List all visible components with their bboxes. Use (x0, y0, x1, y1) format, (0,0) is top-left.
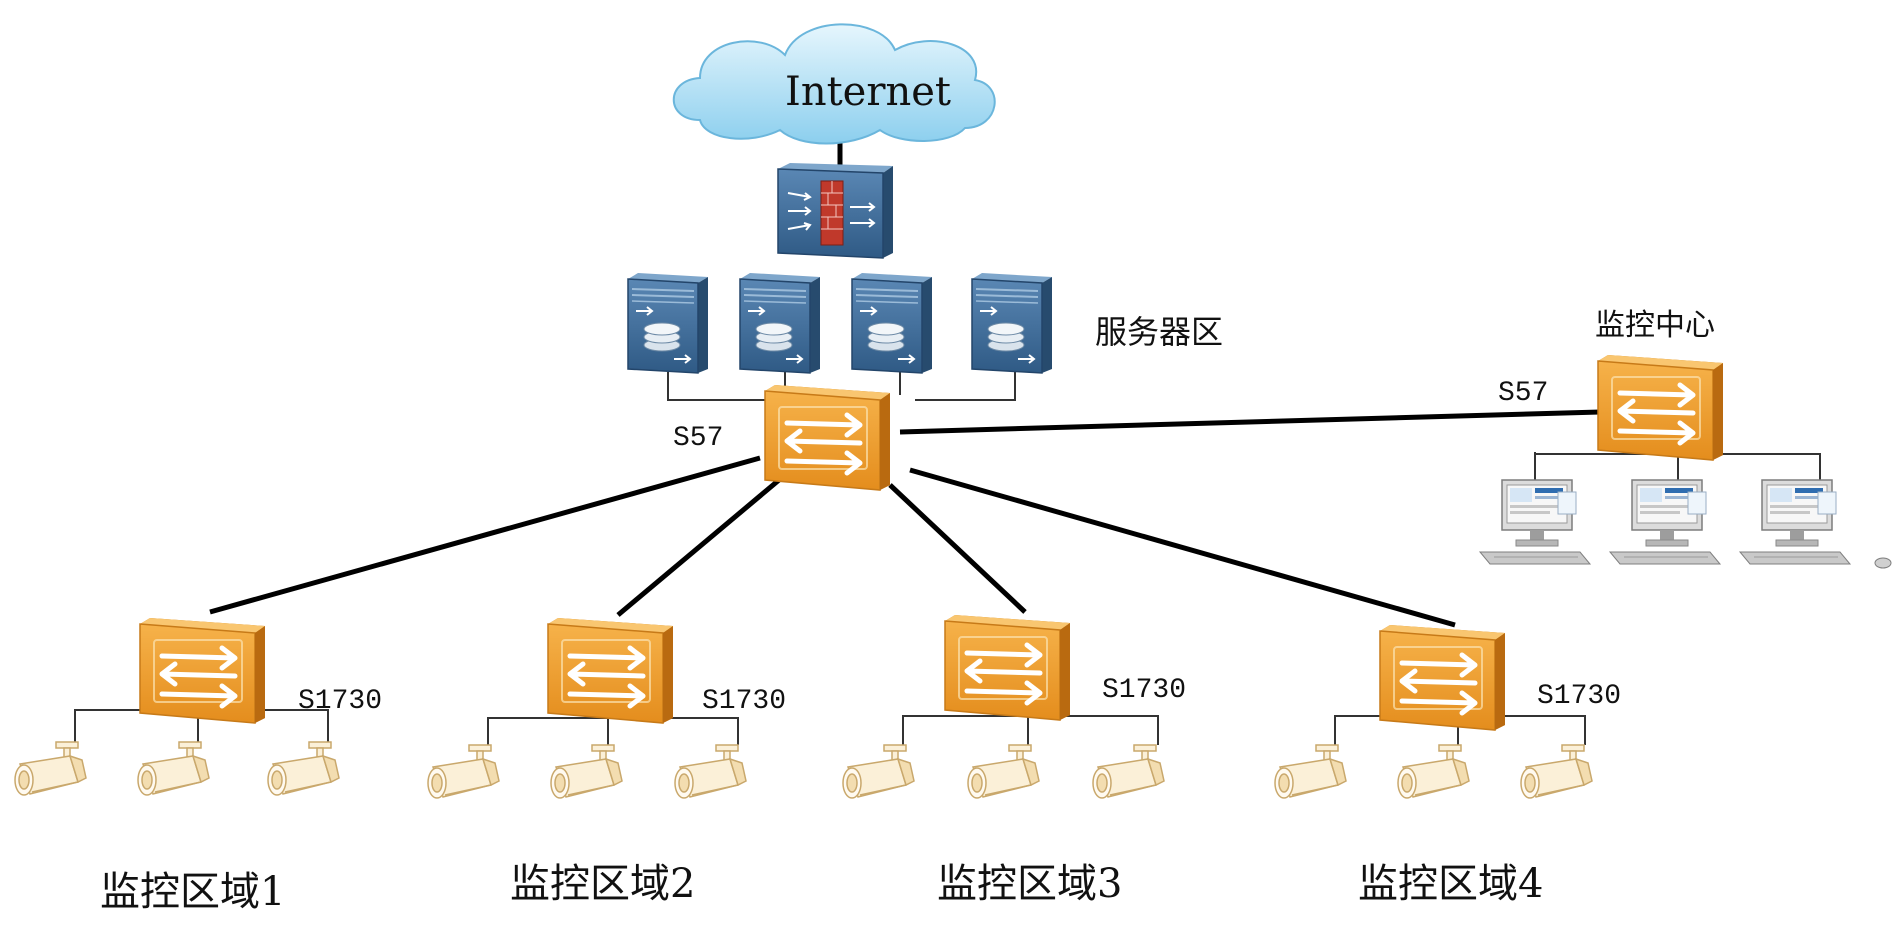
camera-icon (1274, 744, 1347, 799)
camera-icon (1397, 744, 1470, 799)
internet-label: Internet (785, 69, 951, 115)
link-core-area2 (616, 473, 787, 617)
link-core-area4 (909, 467, 1456, 628)
camera-icon (550, 744, 623, 799)
link-core-area3 (888, 483, 1027, 614)
area-switch-label: S1730 (298, 686, 382, 717)
monitoring-area-4: S1730 监控区域4 (1274, 625, 1621, 907)
monitoring-area-2: S1730 监控区域2 (427, 618, 786, 907)
camera-icon (674, 744, 747, 799)
area-label: 监控区域4 (1358, 861, 1543, 907)
switch-icon (1380, 625, 1505, 730)
monitor-switch-label: S57 (1498, 378, 1548, 409)
uplink-links (209, 135, 1601, 628)
area-switch-label: S1730 (1102, 675, 1186, 706)
server-icon (627, 272, 709, 374)
server-zone-label: 服务器区 (1095, 313, 1223, 351)
server-icon (851, 272, 933, 374)
switch-icon (140, 618, 265, 723)
camera-icon (14, 741, 87, 796)
server-zone: 服务器区 (627, 272, 1223, 374)
link-core-area1 (209, 455, 761, 615)
monitoring-area-3: S1730 监控区域3 (842, 615, 1186, 907)
core-switch-label: S57 (673, 423, 723, 454)
firewall-icon (777, 163, 893, 259)
mouse-icon (1874, 557, 1892, 569)
area-label: 监控区域1 (100, 869, 285, 915)
camera-icon (1092, 744, 1165, 799)
monitor-center: 监控中心 S57 (1479, 308, 1892, 569)
cloud-icon (672, 23, 996, 145)
switch-icon (548, 618, 673, 723)
area-label: 监控区域2 (510, 861, 695, 907)
server-icon (739, 272, 821, 374)
monitor-center-label: 监控中心 (1595, 308, 1715, 343)
camera-icon (427, 744, 500, 799)
link-core-monitor-center (899, 409, 1601, 435)
switch-icon (1598, 355, 1723, 460)
core-switch: S57 (673, 385, 890, 490)
monitor-workstation-icon (1739, 479, 1851, 565)
camera-icon (137, 741, 210, 796)
camera-icon (842, 744, 915, 799)
switch-icon (945, 615, 1070, 720)
camera-icon (1520, 744, 1593, 799)
camera-icon (967, 744, 1040, 799)
internet-cloud: Internet (672, 23, 996, 145)
area-label: 监控区域3 (937, 861, 1122, 907)
area-switch-label: S1730 (1537, 681, 1621, 712)
monitoring-area-1: S1730 监控区域1 (14, 618, 382, 915)
switch-icon (765, 385, 890, 490)
monitor-workstation-icon (1479, 479, 1591, 565)
server-icon (971, 272, 1053, 374)
camera-icon (267, 741, 340, 796)
area-switch-label: S1730 (702, 686, 786, 717)
monitor-workstation-icon (1609, 479, 1721, 565)
